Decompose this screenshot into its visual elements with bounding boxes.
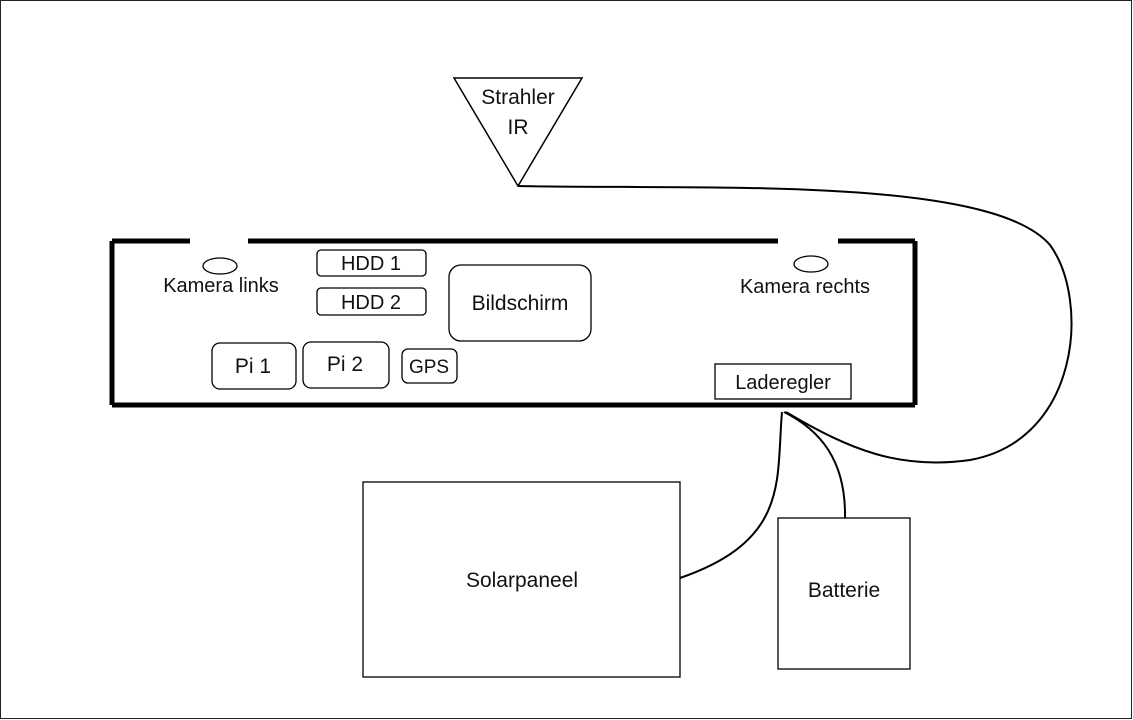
gps-label: GPS <box>409 357 449 378</box>
hdd1-box <box>316 249 427 277</box>
strahler-ir-icon <box>452 77 584 188</box>
bildschirm-box <box>448 264 592 342</box>
cable-laderegler-strahler <box>517 185 1073 464</box>
batterie-box <box>777 517 911 670</box>
laderegler-box <box>714 363 852 400</box>
kamera-links-icon <box>202 257 238 275</box>
pi1-box <box>211 342 297 390</box>
cables <box>517 185 1073 579</box>
pi2-label: Pi 2 <box>327 353 363 376</box>
gps-box <box>401 348 458 384</box>
kamera-rechts-icon <box>793 255 829 273</box>
pi2-box <box>302 341 390 389</box>
strahler-label-line1: Strahler <box>481 86 555 109</box>
housing <box>109 238 918 408</box>
hdd2-label: HDD 2 <box>341 292 401 314</box>
batterie-label: Batterie <box>808 579 880 602</box>
hdd1-label: HDD 1 <box>341 253 401 275</box>
hdd2-box <box>316 287 427 316</box>
pi1-label: Pi 1 <box>235 355 271 378</box>
cable-laderegler-solarpaneel <box>679 411 783 579</box>
strahler-label-line2: IR <box>508 116 529 139</box>
laderegler-label: Laderegler <box>735 372 831 394</box>
solarpaneel-label: Solarpaneel <box>466 569 578 592</box>
kamera-links-label: Kamera links <box>163 275 279 297</box>
kamera-rechts-label: Kamera rechts <box>740 276 870 298</box>
bildschirm-label: Bildschirm <box>472 292 569 315</box>
solarpaneel-box <box>362 481 681 678</box>
